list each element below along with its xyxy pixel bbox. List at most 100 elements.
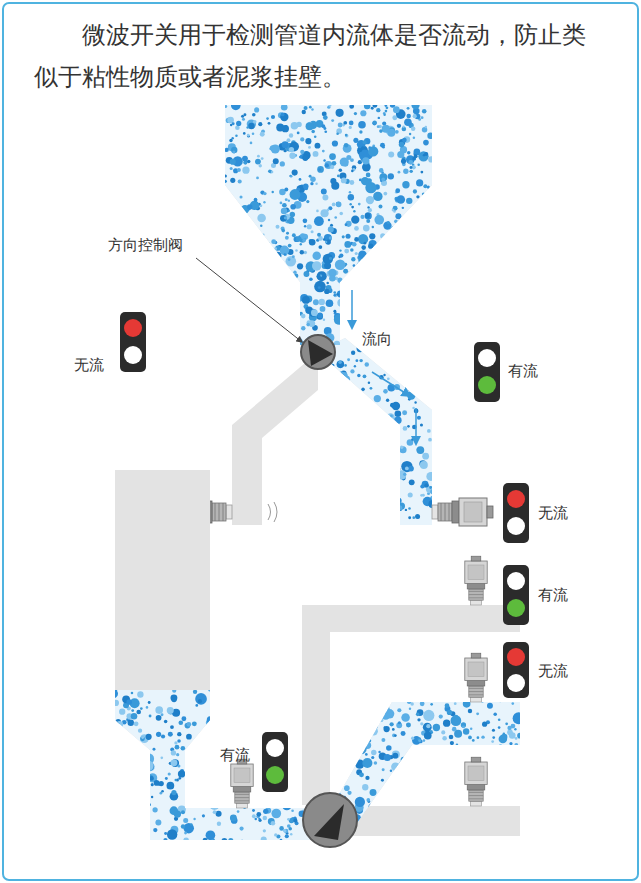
particle xyxy=(271,718,281,728)
particle xyxy=(387,352,391,356)
particle xyxy=(441,730,445,734)
particle xyxy=(509,753,512,756)
particle xyxy=(258,122,262,126)
particle xyxy=(265,269,269,273)
particle xyxy=(221,794,224,797)
particle xyxy=(306,122,314,130)
particle xyxy=(343,121,347,125)
particle xyxy=(280,310,284,314)
particle xyxy=(344,459,347,462)
left-pipe xyxy=(232,352,318,525)
particle xyxy=(390,770,393,773)
particle xyxy=(411,126,416,131)
particle xyxy=(405,309,409,313)
particle xyxy=(468,709,472,713)
particle xyxy=(232,246,236,250)
particle xyxy=(348,392,356,400)
particle xyxy=(363,258,367,262)
particle xyxy=(411,317,421,327)
particle xyxy=(363,140,367,144)
particle xyxy=(405,509,407,511)
particle xyxy=(337,383,343,389)
particle xyxy=(332,428,342,438)
particle xyxy=(402,410,407,415)
particle xyxy=(428,775,431,778)
particle xyxy=(421,276,428,283)
particle xyxy=(260,224,262,226)
particle xyxy=(239,223,244,228)
particle xyxy=(396,195,405,204)
particle xyxy=(225,299,230,304)
particle xyxy=(307,771,309,773)
particle xyxy=(345,134,348,137)
particle xyxy=(306,784,309,787)
particle xyxy=(363,374,367,378)
particle xyxy=(213,810,217,814)
particle xyxy=(327,385,330,388)
particle xyxy=(407,225,411,229)
particle xyxy=(426,724,430,728)
particle xyxy=(373,723,376,726)
particle xyxy=(395,491,397,493)
particle xyxy=(462,814,466,818)
particle xyxy=(428,230,436,238)
particle xyxy=(375,455,377,457)
particle xyxy=(286,702,290,706)
particle xyxy=(407,385,413,391)
particle xyxy=(217,742,220,745)
particle xyxy=(113,689,117,693)
particle xyxy=(281,298,284,301)
particle xyxy=(323,159,325,161)
particle xyxy=(385,800,388,803)
particle xyxy=(390,276,394,280)
particle xyxy=(363,305,366,308)
particle xyxy=(368,502,372,506)
particle xyxy=(421,298,427,304)
particle xyxy=(428,438,432,442)
particle xyxy=(349,121,354,126)
particle xyxy=(330,723,335,728)
particle xyxy=(400,353,402,355)
particle xyxy=(147,791,150,794)
signal-waves xyxy=(268,502,277,522)
particle xyxy=(400,346,404,350)
particle xyxy=(420,317,430,327)
particle xyxy=(400,236,402,238)
particle xyxy=(247,204,253,210)
particle xyxy=(374,496,377,499)
particle xyxy=(363,225,370,232)
particle xyxy=(346,346,351,351)
particle xyxy=(235,261,239,265)
particle xyxy=(324,718,330,724)
particle xyxy=(242,216,248,222)
particle xyxy=(433,790,439,796)
particle xyxy=(113,838,116,841)
particle xyxy=(254,818,257,821)
particle xyxy=(336,293,339,296)
particle xyxy=(387,221,390,224)
particle xyxy=(369,240,377,248)
particle xyxy=(304,106,308,110)
particle xyxy=(275,298,278,301)
particle xyxy=(401,770,404,773)
particle xyxy=(503,768,508,773)
particle xyxy=(353,276,356,279)
particle xyxy=(350,495,359,504)
particle xyxy=(342,725,351,734)
particle xyxy=(414,401,416,403)
particle xyxy=(324,262,331,269)
particle xyxy=(408,333,414,339)
particle xyxy=(372,226,374,228)
particle xyxy=(396,493,399,496)
particle xyxy=(349,126,352,129)
particle xyxy=(388,307,390,309)
particle xyxy=(459,801,463,805)
particle xyxy=(391,763,400,772)
particle xyxy=(230,211,237,218)
particle xyxy=(204,751,207,754)
particle xyxy=(300,137,304,141)
particle xyxy=(192,721,197,726)
particle xyxy=(514,743,518,747)
particle xyxy=(281,269,283,271)
particle xyxy=(409,170,412,173)
